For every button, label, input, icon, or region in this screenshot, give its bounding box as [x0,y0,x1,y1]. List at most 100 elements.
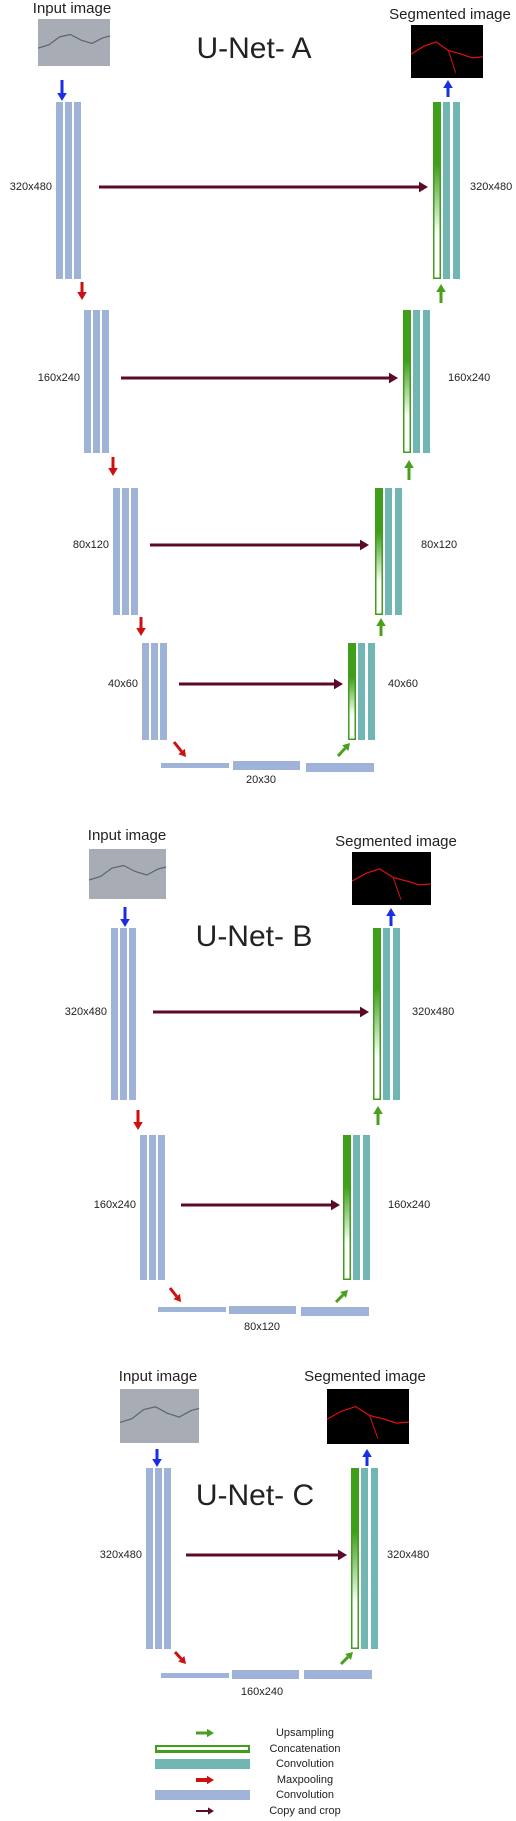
decoder-size-label: 320x480 [470,181,512,193]
copy-and-crop-arrow-icon [121,372,398,384]
upsampling-arrow-icon [376,618,386,636]
encoder-conv-bar-2 [65,102,72,279]
arrow-head [178,1656,186,1664]
input-arrow-icon [152,1449,162,1467]
segmented-image-thumbnail [326,1389,410,1444]
copy-and-crop-arrow-icon [150,539,369,551]
network-title: U-Net- A [196,32,311,65]
encoder-conv-bar-1 [111,928,118,1100]
concatenation-bar [375,488,383,615]
arrow-head [136,628,146,636]
maxpooling-arrow-icon [133,1110,143,1130]
bottleneck-bar-2 [232,1670,299,1679]
encoder-conv-bar-3 [160,643,167,740]
concatenation-bar [433,102,441,279]
segmented-crack-branch [392,877,402,900]
encoder-block [146,1468,171,1649]
concatenation-bar [373,928,381,1100]
segmented-image-background [327,1389,409,1444]
bottleneck-block [161,761,374,772]
encoder-conv-bar-3 [129,928,136,1100]
decoder-size-label: 40x60 [388,678,418,690]
decoder-conv-bar-2 [368,643,375,740]
output-arrow-icon [443,80,453,97]
arrow-head [108,468,118,476]
legend-item-concatenation: Concatenation [155,1743,340,1755]
upsampling-arrow-icon [373,1106,383,1125]
arrow-head [334,678,343,690]
green-arrow-icon [196,1728,214,1738]
arrow-shaft [172,741,183,753]
arrow-head [331,1199,340,1211]
arrow-head [208,1807,214,1815]
decoder-conv-bar-1 [443,102,450,279]
arrow-head [120,919,130,927]
decoder-size-label: 320x480 [412,1006,454,1018]
maxpooling-arrow-icon [108,457,118,476]
encoder-size-label: 160x240 [38,372,80,384]
bottleneck-block [161,1670,372,1679]
encoder-conv-bar-3 [131,488,138,615]
encoder-conv-bar-3 [74,102,81,279]
input-image-label: Input image [119,1368,197,1385]
blue-bar-icon [155,1790,250,1800]
encoder-block [140,1135,165,1280]
input-arrow-icon [120,907,130,927]
arrow-head [362,1449,372,1457]
bottleneck-maxpooling-arrow-icon [172,741,186,757]
segmented-image-label: Segmented image [335,833,457,850]
red-arrow-icon [196,1775,214,1785]
decoder-conv-bar-1 [385,488,392,615]
network-title: U-Net- B [196,920,313,953]
bottleneck-size-label: 80x120 [244,1321,280,1333]
crack-line [88,864,167,881]
copy-and-crop-arrow-icon [186,1549,347,1561]
decoder-conv-bar-1 [413,310,420,453]
bottleneck-block [158,1306,369,1316]
encoder-size-label: 320x480 [10,181,52,193]
encoder-conv-bar-3 [158,1135,165,1280]
arrow-head [133,1122,143,1130]
encoder-size-label: 160x240 [94,1199,136,1211]
segmented-image-thumbnail [351,852,432,905]
arrow-head [338,1549,347,1561]
decoder-block [375,488,402,615]
legend-item-maxpooling: Maxpooling [196,1774,333,1786]
concatenation-bar [343,1135,351,1280]
decoder-block [348,643,375,740]
segmented-crack-branch [369,1415,379,1439]
decoder-conv-bar-2 [393,928,400,1100]
bottleneck-maxpooling-arrow-icon [168,1287,181,1302]
encoder-conv-bar-3 [102,310,109,453]
crack-line [119,1406,200,1424]
concatenation-bar [351,1468,359,1649]
segmented-image-label: Segmented image [304,1368,426,1385]
decoder-block [433,102,460,279]
arrow-head [386,908,396,916]
upsampling-arrow-icon [436,284,446,303]
decoder-block [351,1468,378,1649]
segmented-image-label: Segmented image [389,6,511,23]
encoder-conv-bar-2 [155,1468,162,1649]
arrow-head [373,1106,383,1114]
level-320x480: 320x480 320x480 [10,102,512,303]
concatenation-bar [403,310,411,453]
upsampling-arrow-icon [404,460,414,480]
arrow-shaft [173,1650,183,1660]
encoder-block [84,310,109,453]
bottleneck-bar-3 [301,1307,369,1316]
bottleneck-size-label: 160x240 [241,1686,283,1698]
encoder-conv-bar-1 [84,310,91,453]
arrow-head [207,1728,214,1738]
legend-label: Upsampling [276,1727,334,1739]
encoder-conv-bar-1 [56,102,63,279]
output-arrow-icon [362,1449,372,1466]
maxpooling-arrow-icon [136,617,146,636]
maxpooling-arrow-icon [77,282,87,300]
encoder-block [142,643,167,740]
